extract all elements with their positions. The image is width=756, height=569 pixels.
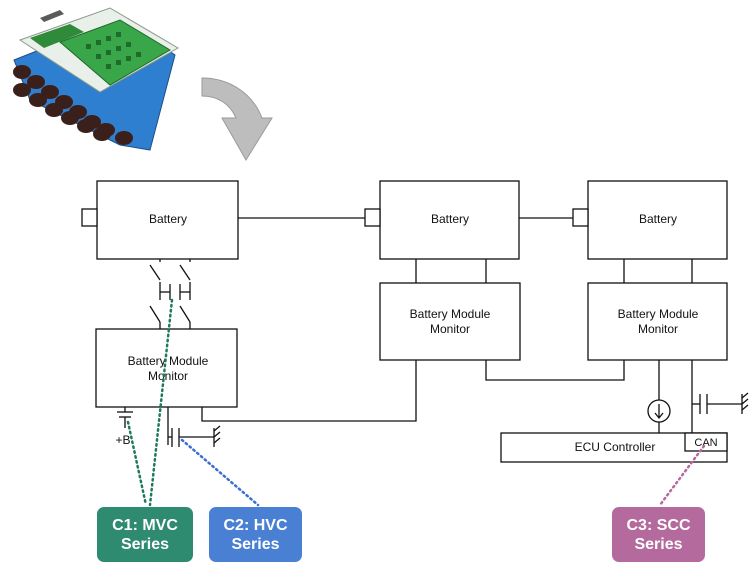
callout-c3-line1: C3: SCC <box>626 516 691 534</box>
c1-link-b <box>148 298 174 507</box>
monitor-label-3-line1: Battery Module <box>618 307 699 321</box>
callout-c3-line2: Series <box>634 535 683 553</box>
c2-link <box>180 438 260 507</box>
monitor-box-2 <box>379 282 521 361</box>
battery-terminal-3 <box>572 208 589 227</box>
battery-terminal-1 <box>81 208 98 227</box>
plus-b-label: +B <box>115 433 130 447</box>
c3-link <box>658 444 706 507</box>
callout-c2-hvc: C2: HVC Series <box>209 507 302 562</box>
curved-arrow-icon <box>201 77 273 161</box>
battery-terminal-2 <box>364 208 381 227</box>
switch-icon <box>149 259 191 329</box>
monitor-label-2-line1: Battery Module <box>410 307 491 321</box>
monitor-label-3-line2: Monitor <box>638 322 678 336</box>
battery-label-2: Battery <box>431 212 469 226</box>
callout-c1-line1: C1: MVC <box>112 516 178 534</box>
can-coupling-icon <box>691 360 749 433</box>
callout-c2-line2: Series <box>231 535 280 553</box>
battery-box-1 <box>96 180 239 260</box>
battery-label-3: Battery <box>639 212 677 226</box>
can-box <box>684 432 728 452</box>
callout-c2-line1: C2: HVC <box>223 516 288 534</box>
battery-label-1: Battery <box>149 212 187 226</box>
can-label: CAN <box>694 437 717 449</box>
ground-icon <box>167 407 221 447</box>
capacitor-icon <box>117 407 133 428</box>
callout-c1-mvc: C1: MVC Series <box>97 507 193 562</box>
c1-link-a <box>126 420 148 507</box>
current-source-icon <box>647 360 671 433</box>
battery-pack-photo <box>13 7 180 151</box>
monitor-label-1-line2: Monitor <box>148 369 188 383</box>
monitor-label-1-line1: Battery Module <box>128 354 209 368</box>
monitor-box-3 <box>587 282 728 361</box>
ecu-label: ECU Controller <box>575 440 656 454</box>
monitor-label-2-line2: Monitor <box>430 322 470 336</box>
callout-c3-scc: C3: SCC Series <box>612 507 705 562</box>
monitor-box-1 <box>95 328 238 408</box>
callout-c1-line2: Series <box>120 535 170 553</box>
